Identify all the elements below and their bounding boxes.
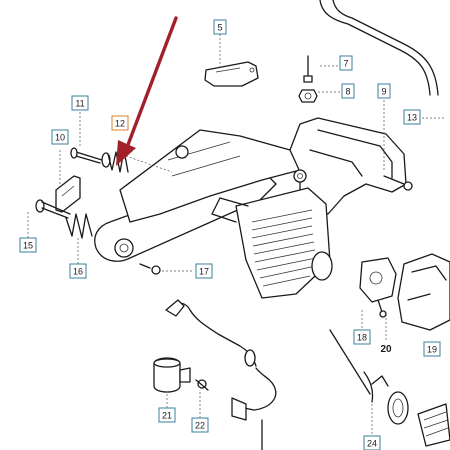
bracket-part: [55, 150, 81, 213]
hose-line: [319, 0, 439, 96]
spark-plug-boot-part: [153, 357, 191, 408]
callout-22[interactable]: 22: [191, 417, 209, 433]
label-20[interactable]: 20: [380, 344, 392, 355]
callout-7[interactable]: 7: [339, 55, 353, 71]
svg-text:10: 10: [55, 133, 65, 143]
pointer-arrow: [116, 16, 178, 166]
svg-text:19: 19: [427, 345, 437, 355]
cooling-fins: [251, 209, 317, 287]
callout-21[interactable]: 21: [158, 407, 176, 423]
cable-part: [165, 299, 277, 450]
callout-11[interactable]: 11: [71, 95, 89, 111]
callout-9[interactable]: 9: [377, 83, 391, 99]
svg-text:9: 9: [381, 87, 386, 97]
bolt-part: [27, 199, 71, 238]
callout-12[interactable]: 12: [111, 115, 129, 131]
lower-right-parts: [329, 329, 450, 447]
svg-text:13: 13: [407, 113, 417, 123]
spring-part: [65, 213, 93, 264]
bolt-part: [70, 112, 103, 164]
screw-part: [298, 55, 342, 103]
callout-17[interactable]: 17: [195, 263, 213, 279]
svg-text:7: 7: [343, 59, 348, 69]
callout-13[interactable]: 13: [403, 109, 421, 125]
svg-text:15: 15: [23, 241, 33, 251]
callout-24[interactable]: 24: [363, 435, 381, 450]
screw-part: [139, 263, 194, 275]
callout-19[interactable]: 19: [423, 341, 441, 357]
callout-8[interactable]: 8: [341, 83, 355, 99]
svg-text:5: 5: [217, 23, 222, 33]
svg-text:17: 17: [199, 267, 209, 277]
svg-text:18: 18: [357, 333, 367, 343]
svg-text:16: 16: [73, 267, 83, 277]
ignition-module-part: [359, 257, 397, 340]
callout-18[interactable]: 18: [353, 329, 371, 345]
svg-text:20: 20: [380, 344, 392, 355]
callout-10[interactable]: 10: [51, 129, 69, 145]
svg-text:8: 8: [345, 87, 350, 97]
svg-text:21: 21: [162, 411, 172, 421]
callout-15[interactable]: 15: [19, 237, 37, 253]
clip-part: [195, 379, 209, 418]
screw-part: [383, 100, 446, 191]
svg-text:24: 24: [367, 439, 377, 449]
svg-text:12: 12: [115, 119, 125, 129]
flywheel-cover-part: [397, 253, 450, 331]
svg-text:22: 22: [195, 421, 205, 431]
bracket-part: [204, 34, 259, 87]
handle-frame: [94, 117, 407, 299]
svg-text:11: 11: [75, 99, 84, 109]
callout-16[interactable]: 16: [69, 263, 87, 279]
callout-5[interactable]: 5: [213, 19, 227, 35]
